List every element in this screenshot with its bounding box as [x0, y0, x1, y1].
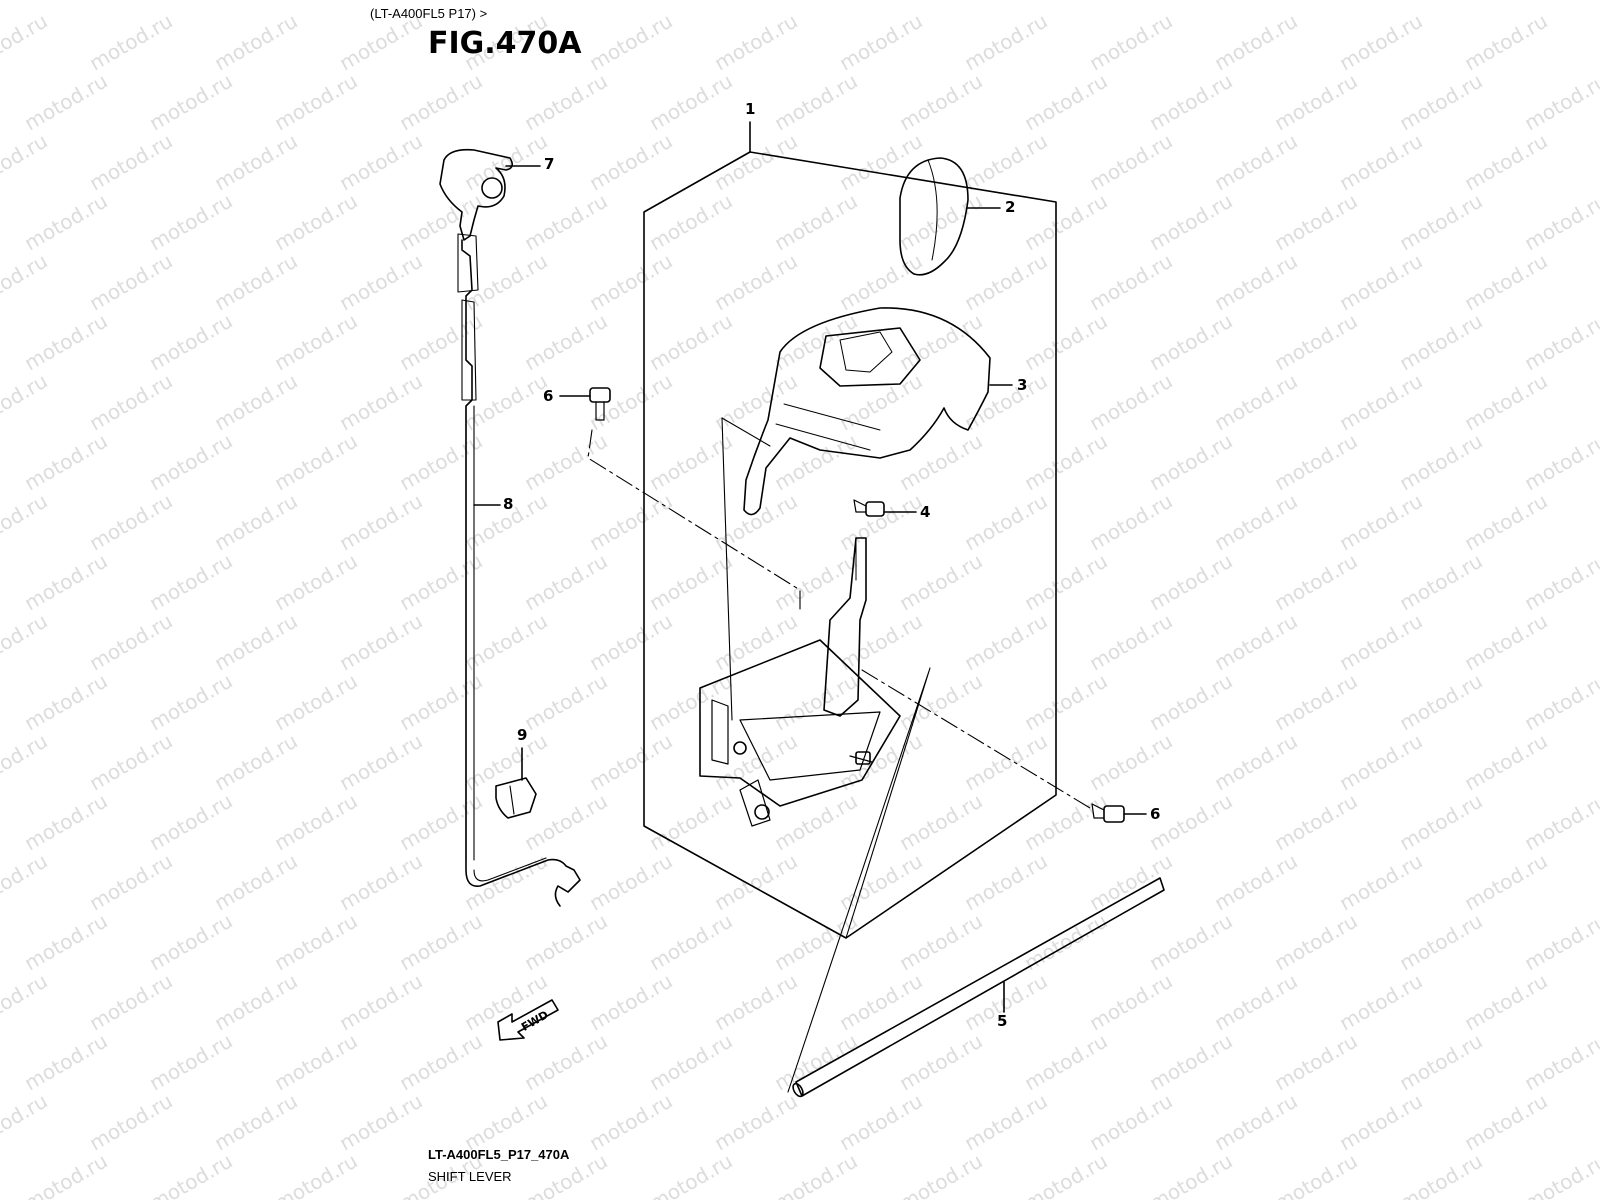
callout-4: 4: [920, 503, 931, 521]
shift-bracket: [699, 639, 901, 807]
callout-9: 9: [517, 726, 528, 744]
shift-knob: [899, 157, 969, 276]
shift-lever-rod: [823, 537, 867, 717]
assembly-box-outline: [643, 151, 1057, 939]
guide-line-left2: [721, 417, 771, 447]
cable-8: [461, 239, 581, 907]
callout-3: 3: [1017, 376, 1028, 394]
figure-title: FIG.470A: [428, 26, 582, 61]
bolt-4: [865, 501, 885, 517]
shift-gate-cover: [743, 307, 991, 516]
fwd-arrow-icon: [497, 999, 559, 1041]
guide-line-left: [721, 417, 733, 721]
callout-6-lower: 6: [1150, 805, 1161, 823]
diagram-name: SHIFT LEVER: [428, 1169, 512, 1184]
diagram-code: LT-A400FL5_P17_470A: [428, 1147, 570, 1162]
callout-2: 2: [1005, 198, 1016, 216]
hose-5: [795, 877, 1165, 1097]
sensor-7: [439, 148, 514, 241]
guide-triangle: [787, 667, 931, 1093]
guide-line-lower: [861, 669, 1091, 809]
callout-8: 8: [503, 495, 514, 513]
callout-6-upper: 6: [543, 387, 554, 405]
guide-line-upper: [587, 429, 801, 613]
bolt-6-upper: [589, 387, 611, 403]
model-subtitle: (LT-A400FL5 P17) >: [370, 6, 488, 21]
bolt-6-lower: [1103, 805, 1125, 823]
clamp-9: [495, 777, 537, 819]
callout-7: 7: [544, 155, 555, 173]
callout-5: 5: [997, 1012, 1008, 1030]
callout-1: 1: [745, 100, 756, 118]
